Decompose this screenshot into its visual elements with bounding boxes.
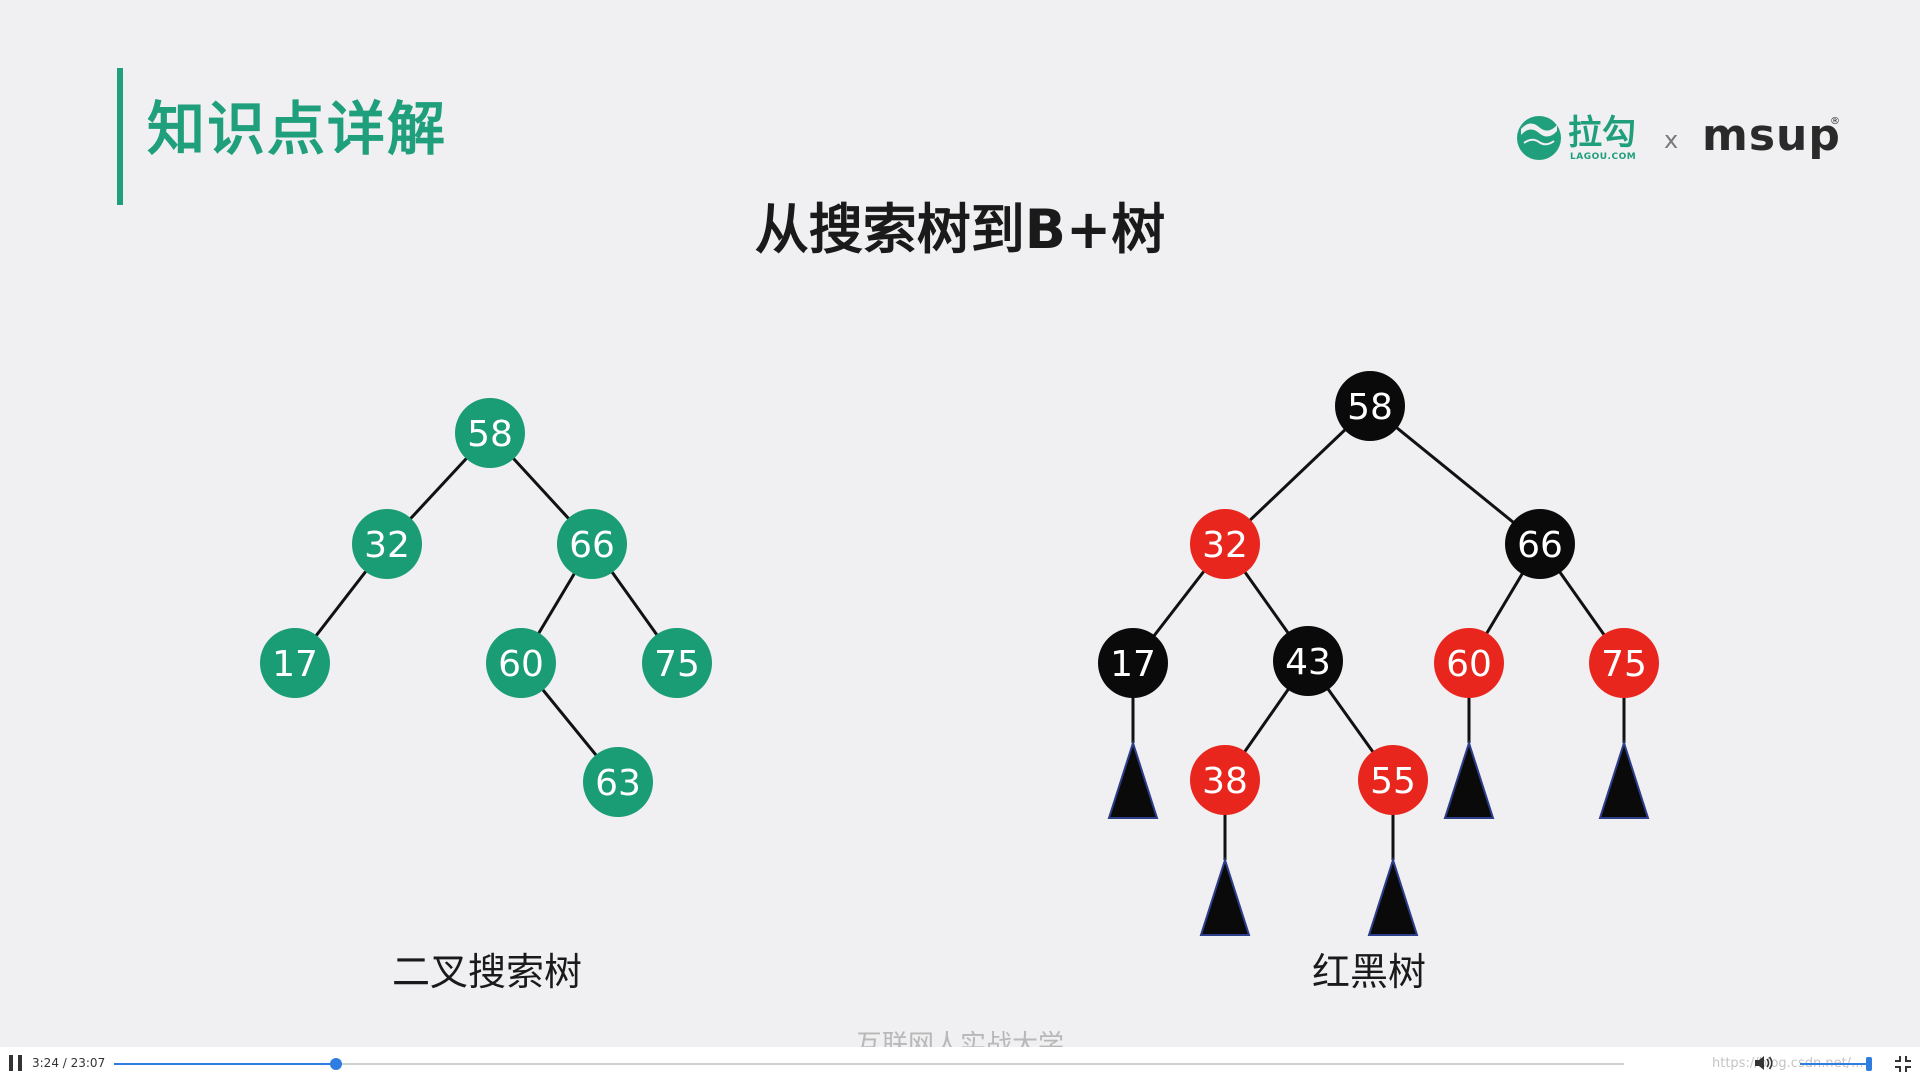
- node-label: 60: [498, 644, 544, 685]
- node-circle: [260, 628, 330, 698]
- tree-node-32: 32: [352, 509, 422, 579]
- node-label: 66: [569, 525, 615, 566]
- node-circle: [1335, 371, 1405, 441]
- volume-slider[interactable]: [1800, 1063, 1872, 1065]
- nil-subtree-triangle: [1107, 739, 1159, 819]
- progress-handle[interactable]: [329, 1058, 342, 1070]
- node-label: 17: [272, 644, 318, 685]
- node-label: 75: [1601, 644, 1647, 685]
- rbt-caption: 红黑树: [1312, 950, 1427, 994]
- brand-logos: 拉勾 LAGOU.COM x msup ®: [1512, 110, 1840, 170]
- node-label: 43: [1285, 642, 1331, 683]
- slide-main-title: 从搜索树到B+树: [754, 198, 1166, 261]
- nil-subtree-triangle: [1443, 739, 1495, 819]
- node-circle: [1434, 628, 1504, 698]
- nil-subtree-triangle: [1598, 739, 1650, 819]
- tree-edges: [293, 431, 679, 783]
- binary-search-tree: 58 32 66 17 60 75 63: [260, 398, 712, 817]
- node-label: 75: [654, 644, 700, 685]
- tree-diagrams: 58 32 66 17 60 75 63 58 32 66 17 43 60 75 38 55: [260, 371, 1659, 936]
- node-circle: [1190, 745, 1260, 815]
- volume-handle[interactable]: [1866, 1057, 1872, 1071]
- tree-node-38: 38: [1190, 745, 1260, 815]
- lagou-logo-icon: [1517, 116, 1561, 160]
- tree-node-63: 63: [583, 747, 653, 817]
- node-circle: [1505, 509, 1575, 579]
- tree-node-60: 60: [486, 628, 556, 698]
- registered-mark: ®: [1830, 116, 1840, 127]
- time-display: 3:24 / 23:07: [32, 1056, 106, 1070]
- node-circle: [455, 398, 525, 468]
- node-label: 66: [1517, 525, 1563, 566]
- msup-logo-text: msup: [1702, 110, 1841, 161]
- url-watermark: https://blog.csdn.net/...: [1712, 1056, 1864, 1071]
- progress-played: [114, 1063, 336, 1065]
- node-label: 55: [1370, 761, 1416, 802]
- node-label: 60: [1446, 644, 1492, 685]
- tree-node-17: 17: [1098, 628, 1168, 698]
- player-control-bar: 3:24 / 23:07 https://blog.csdn.net/...: [0, 1047, 1920, 1080]
- node-circle: [1273, 626, 1343, 696]
- bst-caption: 二叉搜索树: [392, 950, 583, 994]
- tree-node-66: 66: [1505, 509, 1575, 579]
- logo-separator: x: [1664, 126, 1679, 154]
- tree-nodes: 58 32 66 17 43 60 75 38 55: [1098, 371, 1659, 815]
- node-label: 58: [1347, 387, 1393, 428]
- fullscreen-exit-icon[interactable]: [1894, 1055, 1912, 1073]
- node-circle: [1358, 745, 1428, 815]
- lagou-logo-domain: LAGOU.COM: [1570, 152, 1637, 162]
- tree-node-58: 58: [1335, 371, 1405, 441]
- node-label: 63: [595, 763, 641, 804]
- nil-subtree-triangle: [1199, 856, 1251, 936]
- node-label: 32: [364, 525, 410, 566]
- node-circle: [352, 509, 422, 579]
- tree-nodes: 58 32 66 17 60 75 63: [260, 398, 712, 817]
- node-circle: [1098, 628, 1168, 698]
- pause-icon[interactable]: [8, 1055, 24, 1071]
- lagou-logo-text: 拉勾: [1568, 113, 1636, 153]
- tree-node-32: 32: [1190, 509, 1260, 579]
- tree-node-75: 75: [642, 628, 712, 698]
- node-circle: [583, 747, 653, 817]
- node-label: 58: [467, 414, 513, 455]
- tree-node-75: 75: [1589, 628, 1659, 698]
- node-label: 32: [1202, 525, 1248, 566]
- nil-subtree-triangle: [1367, 856, 1419, 936]
- slide-frame: 知识点详解 拉勾 LAGOU.COM x msup ® 从搜索树到B+树 58 3…: [117, 68, 1840, 1058]
- tree-edges: [1131, 404, 1626, 781]
- node-label: 38: [1202, 761, 1248, 802]
- section-title: 知识点详解: [147, 95, 448, 163]
- tree-node-43: 43: [1273, 626, 1343, 696]
- node-circle: [557, 509, 627, 579]
- red-black-tree: 58 32 66 17 43 60 75 38 55: [1098, 371, 1659, 936]
- progress-bar[interactable]: [114, 1058, 1624, 1070]
- tree-node-55: 55: [1358, 745, 1428, 815]
- node-circle: [486, 628, 556, 698]
- tree-edge: [1369, 404, 1541, 546]
- volume-icon[interactable]: [1754, 1054, 1774, 1072]
- node-circle: [642, 628, 712, 698]
- title-accent-bar: [117, 68, 123, 205]
- nil-subtrees: [1107, 693, 1650, 936]
- tree-node-60: 60: [1434, 628, 1504, 698]
- tree-node-58: 58: [455, 398, 525, 468]
- node-circle: [1190, 509, 1260, 579]
- node-circle: [1589, 628, 1659, 698]
- tree-node-66: 66: [557, 509, 627, 579]
- tree-node-17: 17: [260, 628, 330, 698]
- node-label: 17: [1110, 644, 1156, 685]
